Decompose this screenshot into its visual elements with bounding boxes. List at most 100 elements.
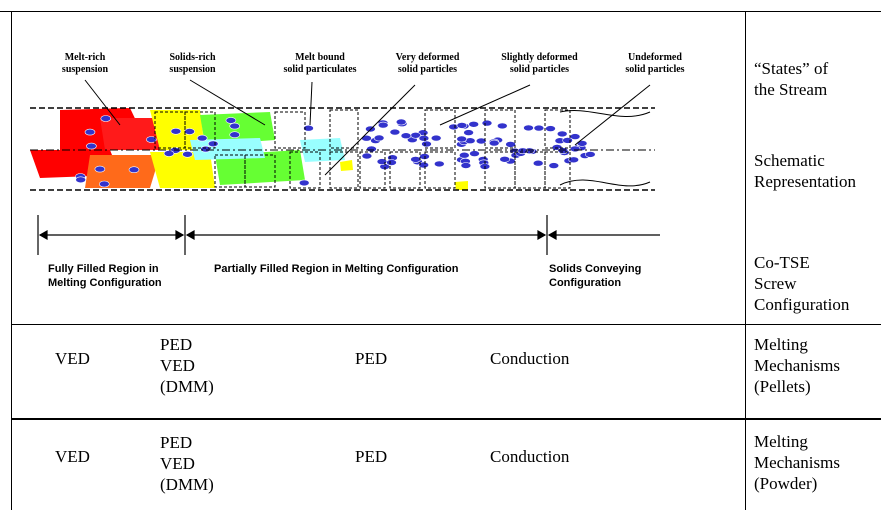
label-mechanisms-powder: Melting Mechanisms (Powder): [754, 432, 840, 493]
solid-particle: [418, 134, 430, 142]
solid-particle: [361, 134, 372, 142]
pointer-undeformed: [574, 84, 651, 146]
cell-box: [274, 111, 306, 149]
label-melt-rich: Melt-rich suspension: [61, 52, 109, 75]
solid-particle: [366, 145, 377, 153]
pellets-ped-ved-dmm: PED VED (DMM): [160, 335, 214, 396]
melt-orange: [85, 155, 160, 188]
label-melt-bound: Melt bound solid particulates: [283, 52, 357, 75]
solid-particle: [576, 140, 588, 147]
solid-particle: [562, 137, 573, 144]
solid-particle: [532, 159, 544, 167]
solid-particle: [421, 140, 432, 148]
label-solids-rich: Solids-rich suspension: [169, 52, 216, 75]
label-mechanisms-pellets: Melting Mechanisms (Pellets): [754, 335, 840, 396]
pointer-solids-rich: [189, 79, 266, 126]
solid-particle: [207, 140, 219, 148]
region-partially-filled: Partially Filled Region in Melting Confi…: [214, 263, 459, 275]
label-screw-configuration: Co-TSE Screw Configuration: [754, 253, 850, 314]
left-border: [11, 11, 12, 510]
solid-particle: [463, 129, 474, 136]
row-divider-1: [11, 324, 881, 325]
solid-particle: [196, 134, 208, 142]
solid-particle: [496, 122, 508, 130]
cell-box: [544, 109, 571, 149]
yellow-speck-1: [340, 160, 353, 171]
solid-particle: [400, 132, 412, 139]
arrowhead-2r: [537, 229, 547, 241]
solid-particle: [389, 128, 401, 136]
solids-yellow-lower: [150, 152, 215, 188]
solid-particle: [481, 119, 493, 127]
cell-box: [184, 111, 216, 149]
undeformed-wave-upper: [559, 110, 651, 117]
pointer-melt-bound: [309, 81, 313, 126]
solid-particle: [410, 156, 421, 163]
solid-particle: [200, 145, 211, 153]
solid-particle: [395, 118, 407, 126]
cell-box: [514, 151, 546, 189]
cell-box: [329, 109, 359, 149]
arrowhead-1l: [38, 229, 48, 241]
solid-particle: [303, 124, 314, 132]
region-fully-filled: Fully Filled Region in Melting Configura…: [48, 263, 162, 289]
solid-particle: [469, 150, 480, 157]
solid-particle: [533, 124, 545, 132]
pellets-ved: VED: [55, 349, 90, 368]
powder-ped: PED: [355, 447, 388, 466]
solid-particle: [418, 161, 430, 169]
cell-box: [484, 109, 516, 149]
solid-particle: [298, 179, 310, 187]
solid-particle: [86, 142, 97, 150]
pointer-lines: [84, 79, 651, 176]
solid-particle: [184, 128, 195, 135]
cell-box: [424, 151, 456, 189]
solid-particle: [377, 121, 389, 129]
arrowhead-3l: [547, 229, 557, 241]
solid-particle: [556, 130, 568, 138]
cell-box: [289, 151, 321, 189]
cell-box: [244, 154, 276, 188]
cell-box: [359, 151, 386, 189]
solid-particle: [170, 128, 182, 135]
yellow-speck-2: [455, 181, 468, 190]
powder-ped-ved-dmm: PED VED (DMM): [160, 433, 214, 494]
pellets-conduction: Conduction: [490, 349, 570, 368]
solid-particle: [517, 147, 529, 155]
label-schematic-representation: Schematic Representation: [754, 151, 856, 191]
solid-particle: [361, 152, 373, 160]
solid-particle: [433, 160, 445, 168]
solid-particle: [373, 134, 385, 142]
solid-particle: [458, 151, 470, 159]
solid-particle: [468, 121, 480, 128]
cell-boxes: [154, 109, 571, 189]
pointer-slightly-deformed: [439, 84, 531, 126]
solid-particle: [386, 159, 397, 166]
cell-box: [389, 151, 421, 189]
label-states-of-stream: “States” of the Stream: [754, 59, 829, 99]
arrowhead-2l: [185, 229, 195, 241]
solid-particle: [475, 137, 487, 145]
solid-particle: [569, 145, 581, 153]
solid-particle: [505, 141, 516, 148]
cell-box: [154, 111, 186, 149]
region-arrows: [37, 215, 660, 255]
solid-particle: [146, 136, 157, 143]
solid-particle: [548, 162, 560, 169]
solid-particle: [182, 151, 193, 158]
solid-particle: [163, 150, 175, 157]
cell-box: [484, 151, 516, 189]
solid-particle: [225, 117, 237, 124]
solid-particle: [568, 156, 580, 164]
pointer-melt-rich: [84, 79, 121, 126]
solid-particle: [488, 139, 500, 147]
top-border: [0, 11, 881, 12]
solid-particle: [229, 131, 240, 138]
solid-particle: [545, 125, 556, 132]
arrowhead-1r: [175, 229, 185, 241]
label-undeformed: Undeformed solid particles: [625, 52, 685, 75]
region-solids-conveying: Solids Conveying Configuration: [549, 263, 642, 289]
solid-particle: [460, 162, 472, 169]
solid-particle: [456, 135, 468, 143]
